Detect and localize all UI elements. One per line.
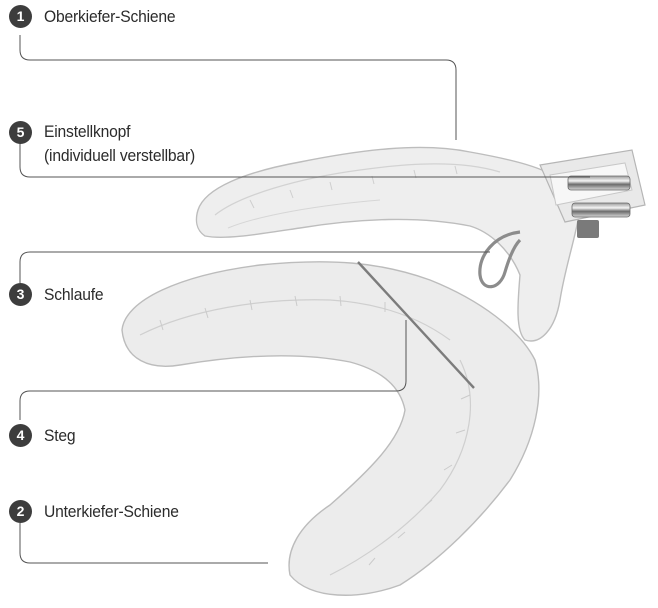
callout-label-upper-splint: Oberkiefer-Schiene	[44, 5, 175, 28]
callout-badge-5: 5	[9, 121, 32, 144]
callout-label-adjustment-knob-note: (individuell verstellbar)	[44, 144, 195, 167]
callout-badge-4: 4	[9, 424, 32, 447]
callout-badge-1: 1	[9, 5, 32, 28]
lower-splint	[122, 262, 539, 595]
leader-line-2	[20, 523, 268, 563]
callout-label-adjustment-knob: Einstellknopf	[44, 120, 130, 143]
callout-badge-3: 3	[9, 283, 32, 306]
callout-label-lower-splint: Unterkiefer-Schiene	[44, 500, 179, 523]
callout-badge-2: 2	[9, 500, 32, 523]
callout-label-loop: Schlaufe	[44, 283, 103, 306]
callout-label-bar: Steg	[44, 424, 75, 447]
